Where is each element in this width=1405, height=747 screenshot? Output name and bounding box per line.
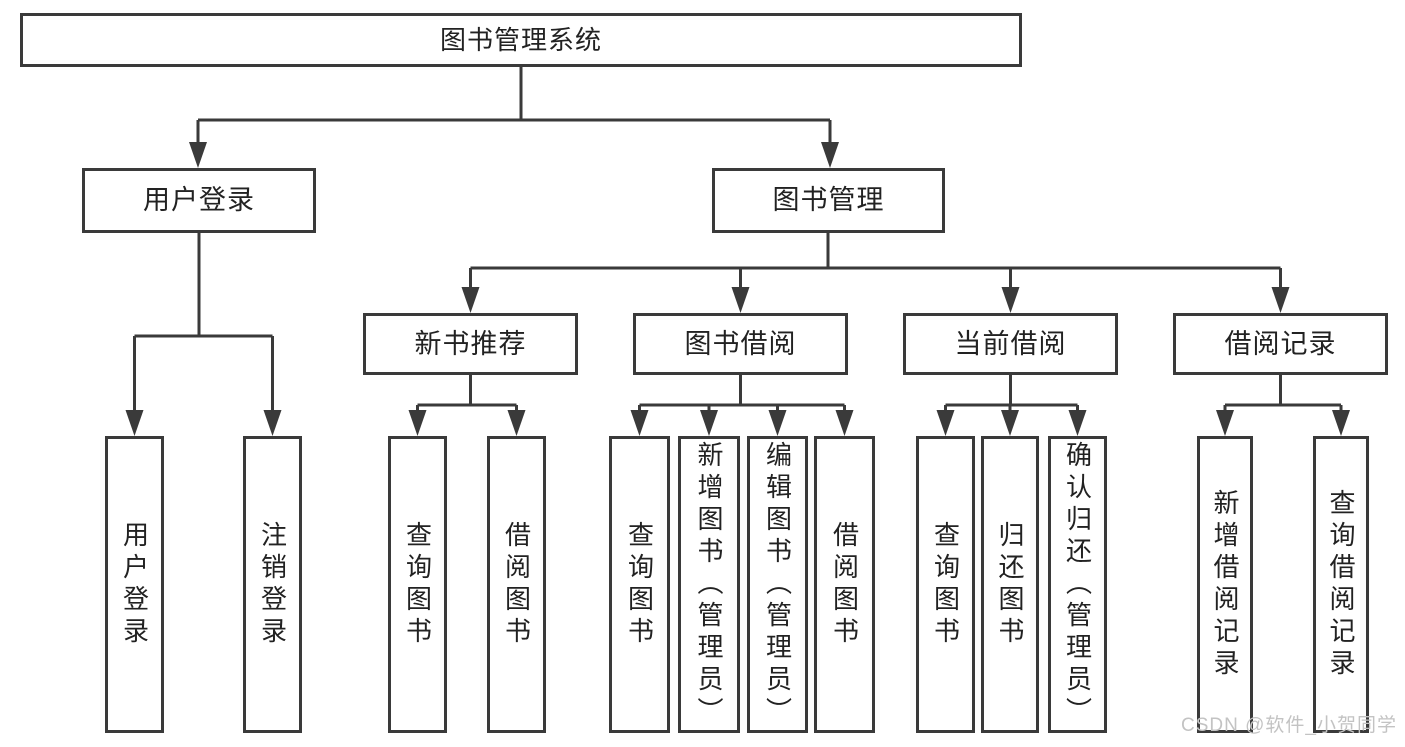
connector-new-book-recommend bbox=[408, 375, 526, 436]
leaf-bb-borrow-books: 借阅图书 bbox=[814, 436, 875, 733]
arrowhead-icon bbox=[263, 410, 282, 436]
arrowhead-icon bbox=[1271, 287, 1290, 313]
leaf-br-add-borrow-record: 新增借阅记录 bbox=[1197, 436, 1253, 733]
leaf-bb-query-books: 查询图书 bbox=[609, 436, 670, 733]
arrowhead-icon bbox=[835, 410, 854, 436]
arrowhead-icon bbox=[125, 410, 144, 436]
arrowhead-icon bbox=[700, 410, 718, 436]
arrowhead-icon bbox=[936, 410, 955, 436]
arrowhead-icon bbox=[1068, 410, 1087, 436]
connector-book-management bbox=[461, 233, 1290, 313]
arrowhead-icon bbox=[630, 410, 649, 436]
leaf-nb-query-books: 查询图书 bbox=[388, 436, 447, 733]
arrowhead-icon bbox=[731, 287, 750, 313]
leaf-nb-borrow-books: 借阅图书 bbox=[487, 436, 546, 733]
node-new-book-recommend: 新书推荐 bbox=[363, 313, 578, 375]
arrowhead-icon bbox=[768, 410, 787, 436]
node-user-login: 用户登录 bbox=[82, 168, 316, 233]
watermark: CSDN @软件_小贺同学 bbox=[1181, 715, 1397, 736]
arrowhead-icon bbox=[408, 410, 427, 436]
leaf-logout: 注销登录 bbox=[243, 436, 302, 733]
arrowhead-icon bbox=[1332, 410, 1350, 436]
arrowhead-icon bbox=[189, 142, 207, 168]
node-library-management-system: 图书管理系统 bbox=[20, 13, 1022, 67]
arrowhead-icon bbox=[1001, 410, 1019, 436]
arrowhead-icon bbox=[507, 410, 526, 436]
leaf-cb-confirm-return-admin: 确认归还（管理员） bbox=[1048, 436, 1107, 733]
node-book-management: 图书管理 bbox=[712, 168, 945, 233]
leaf-br-query-borrow-record: 查询借阅记录 bbox=[1313, 436, 1369, 733]
leaf-bb-edit-books-admin: 编辑图书（管理员） bbox=[747, 436, 808, 733]
leaf-bb-add-books-admin: 新增图书（管理员） bbox=[678, 436, 740, 733]
arrowhead-icon bbox=[1216, 410, 1234, 436]
connector-borrowing-records bbox=[1216, 375, 1350, 436]
connector-user-login bbox=[125, 233, 282, 436]
connector-current-borrowing bbox=[936, 375, 1087, 436]
leaf-cb-return-books: 归还图书 bbox=[981, 436, 1039, 733]
leaf-cb-query-books: 查询图书 bbox=[916, 436, 975, 733]
node-current-borrowing: 当前借阅 bbox=[903, 313, 1118, 375]
arrowhead-icon bbox=[461, 287, 480, 313]
connector-book-borrowing bbox=[630, 375, 854, 436]
node-book-borrowing: 图书借阅 bbox=[633, 313, 848, 375]
leaf-user-login: 用户登录 bbox=[105, 436, 164, 733]
connector-root bbox=[189, 67, 839, 168]
node-borrowing-records: 借阅记录 bbox=[1173, 313, 1388, 375]
arrowhead-icon bbox=[821, 142, 839, 168]
arrowhead-icon bbox=[1001, 287, 1020, 313]
